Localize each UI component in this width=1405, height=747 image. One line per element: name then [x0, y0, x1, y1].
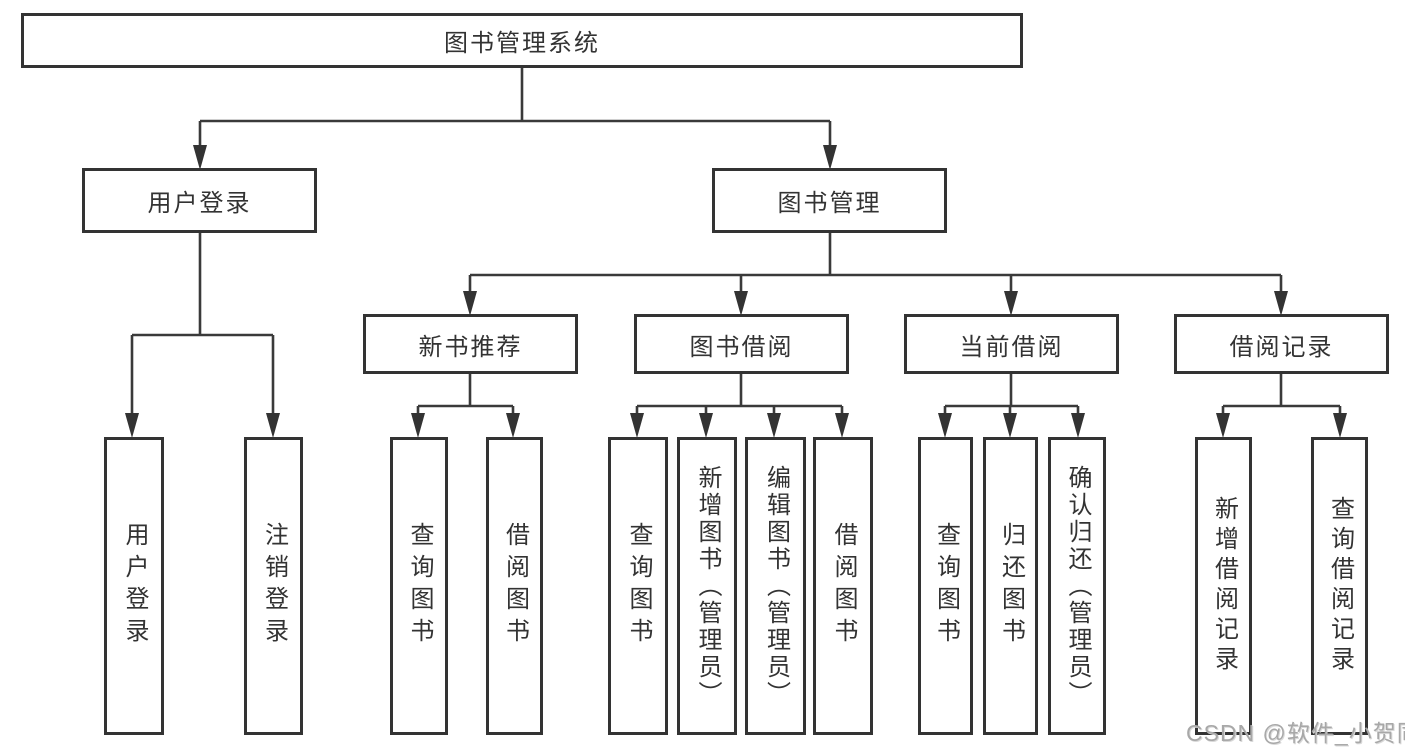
node-new-book-recommendation: 新书推荐	[363, 314, 578, 374]
leaf-user-login: 用户登录	[104, 437, 164, 735]
leaf-logout: 注销登录	[244, 437, 303, 735]
leaf-query-books-recommend: 查询图书	[390, 437, 448, 735]
node-root-system: 图书管理系统	[21, 13, 1023, 68]
arrowhead-icons	[125, 145, 1347, 438]
leaf-borrow-books-recommend: 借阅图书	[486, 437, 543, 735]
leaf-edit-books-admin: 编辑图书（管理员）	[745, 437, 806, 735]
leaf-borrow-books-borrowing: 借阅图书	[813, 437, 873, 735]
node-book-management-module: 图书管理	[712, 168, 947, 233]
tree-edges	[130, 68, 1342, 418]
leaf-return-books: 归还图书	[983, 437, 1038, 735]
leaf-add-books-admin: 新增图书（管理员）	[677, 437, 737, 735]
leaf-add-borrow-record: 新增借阅记录	[1195, 437, 1252, 735]
leaf-query-books-borrowing: 查询图书	[608, 437, 668, 735]
node-borrowing-records: 借阅记录	[1174, 314, 1389, 374]
node-current-borrowing: 当前借阅	[904, 314, 1119, 374]
leaf-query-borrow-record: 查询借阅记录	[1311, 437, 1368, 735]
leaf-confirm-return-admin: 确认归还（管理员）	[1048, 437, 1106, 735]
node-book-borrowing: 图书借阅	[634, 314, 849, 374]
leaf-query-books-current: 查询图书	[918, 437, 973, 735]
node-user-login-module: 用户登录	[82, 168, 317, 233]
csdn-watermark: CSDN @软件_小贺同学	[1186, 720, 1405, 746]
